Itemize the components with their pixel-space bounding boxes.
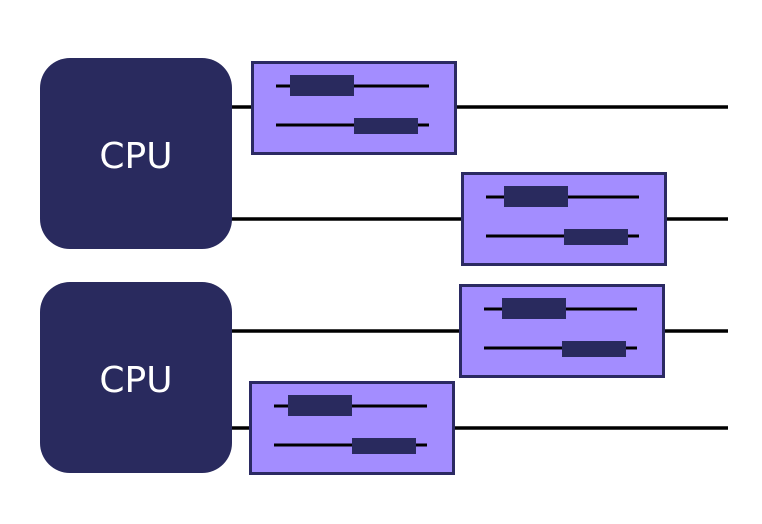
slider-knob — [288, 395, 352, 416]
slider-knob — [290, 75, 354, 96]
cpu-block-1: CPU — [40, 58, 232, 249]
memory-module-4 — [249, 381, 455, 475]
memory-module-2 — [461, 172, 667, 266]
cpu-label: CPU — [99, 136, 172, 177]
memory-module-3 — [459, 284, 665, 378]
slider-knob — [564, 229, 628, 245]
cpu-label: CPU — [99, 360, 172, 401]
cpu-block-2: CPU — [40, 282, 232, 473]
slider-knob — [562, 341, 626, 357]
memory-module-1 — [251, 61, 457, 155]
slider-knob — [352, 438, 416, 454]
slider-knob — [354, 118, 418, 134]
wires — [230, 105, 728, 430]
slider-knob — [504, 186, 568, 207]
slider-knob — [502, 298, 566, 319]
